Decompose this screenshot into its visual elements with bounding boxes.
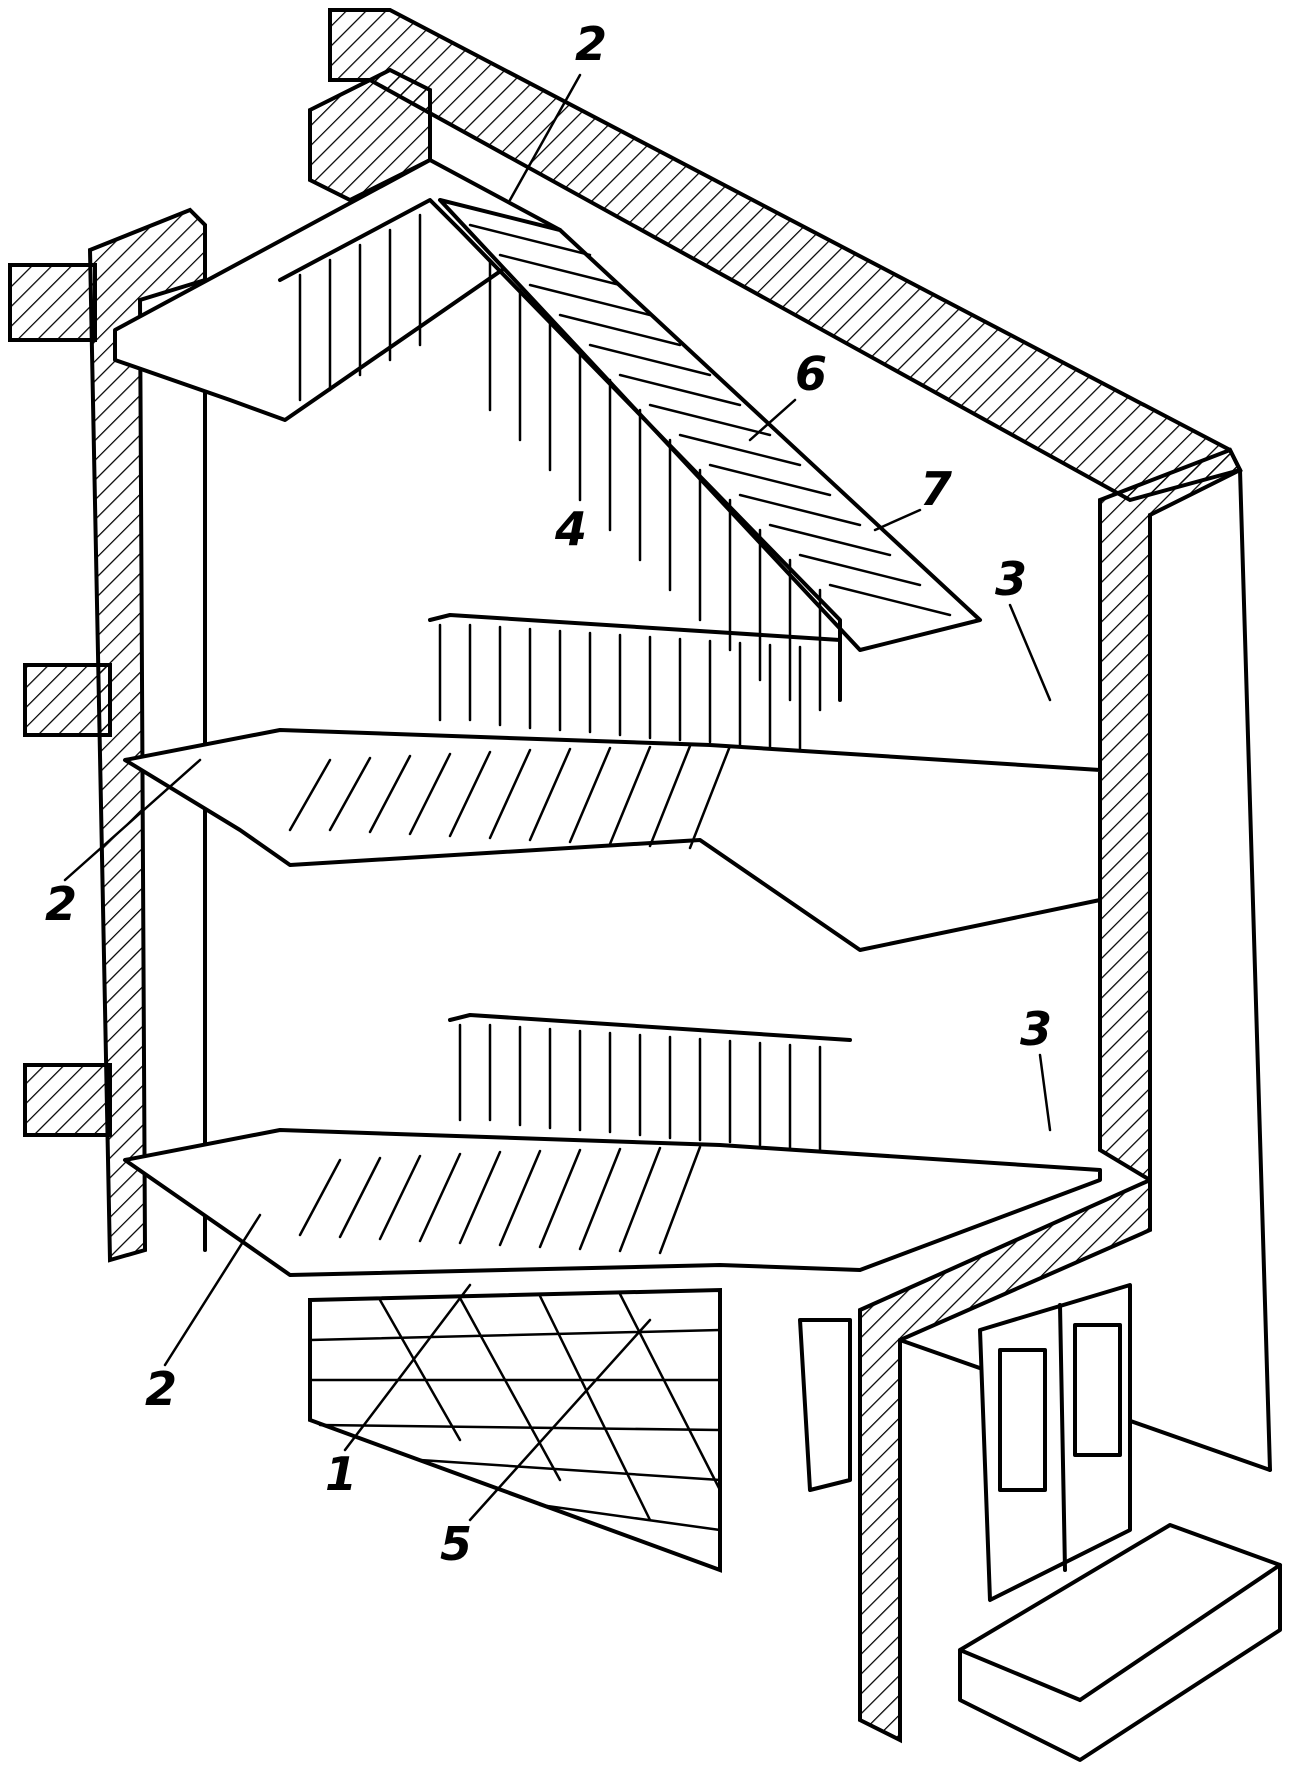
label-6: 6 <box>795 347 827 401</box>
middle-flight <box>123 728 1102 952</box>
upper-flight <box>438 198 982 652</box>
floor-grid <box>308 1287 722 1573</box>
label-2-bottom: 2 <box>145 1362 177 1416</box>
callout-labels: 2 6 7 4 3 2 3 2 1 5 <box>45 17 1052 1571</box>
label-3-upper: 3 <box>995 552 1027 606</box>
entrance-step <box>958 1523 1282 1762</box>
lower-flight <box>123 1128 1102 1277</box>
label-7: 7 <box>920 462 952 516</box>
small-window <box>798 1318 852 1492</box>
left-wall <box>8 207 207 1263</box>
right-wall <box>1098 447 1272 1472</box>
entrance-door <box>978 1283 1132 1602</box>
upper-railing <box>278 198 842 712</box>
lower-railing <box>448 1013 852 1152</box>
label-3-lower: 3 <box>1020 1002 1052 1056</box>
middle-railing <box>428 613 842 752</box>
top-wall <box>308 8 1243 503</box>
label-5: 5 <box>440 1517 472 1571</box>
label-4: 4 <box>554 502 587 556</box>
top-landing <box>113 158 562 422</box>
label-2-top: 2 <box>575 17 607 71</box>
label-2-middle: 2 <box>45 877 77 931</box>
label-1: 1 <box>325 1447 357 1501</box>
